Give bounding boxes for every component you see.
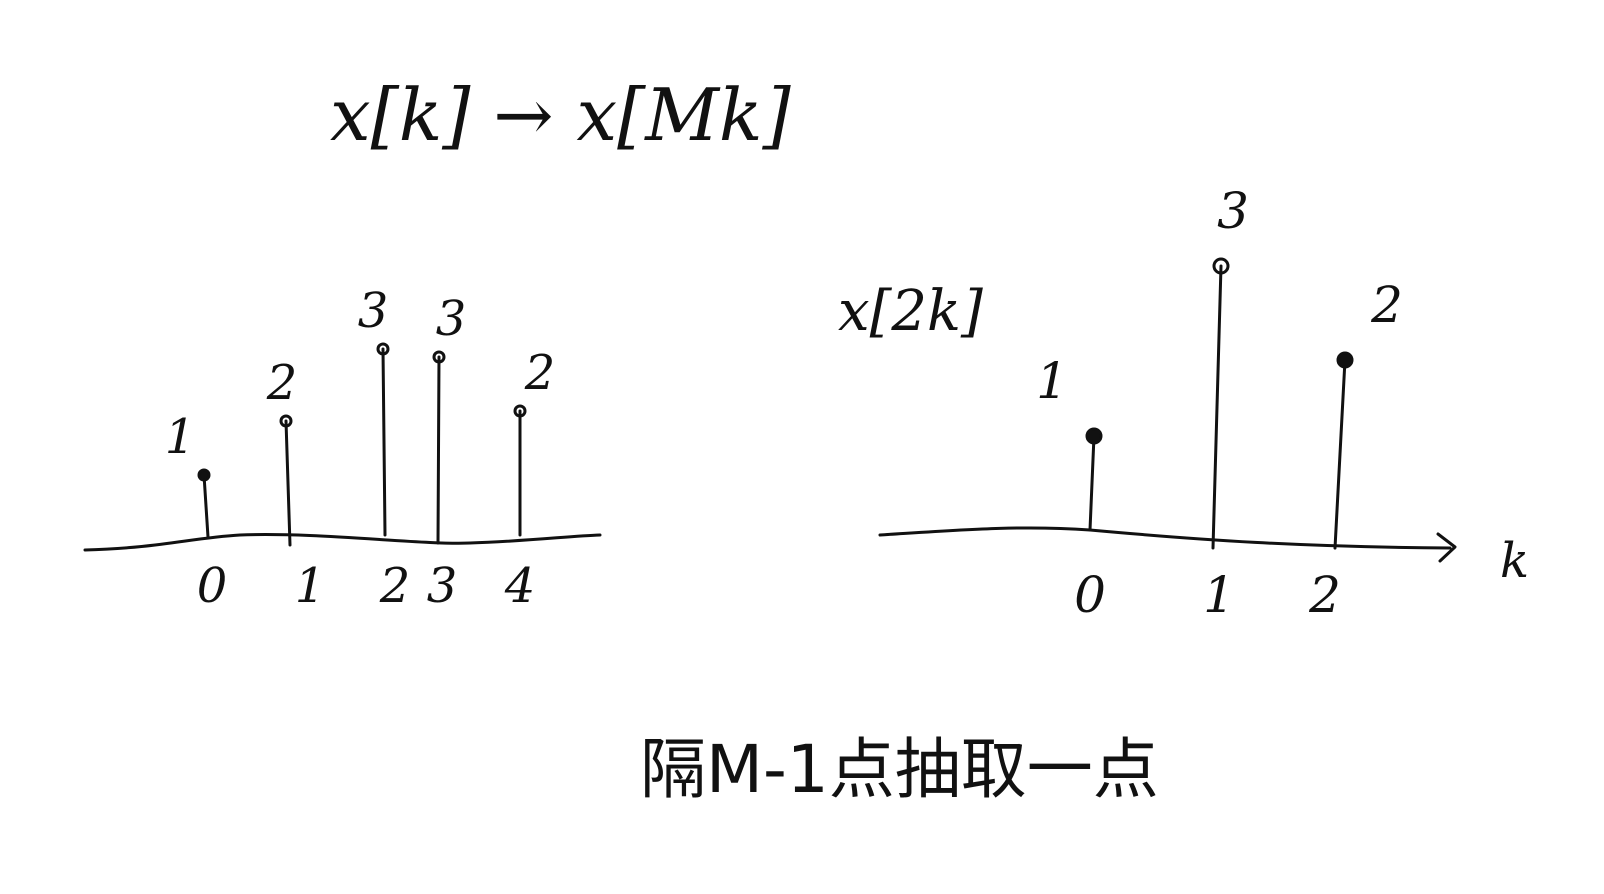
tick-label: 2 <box>379 558 411 614</box>
right-x-axis-label: k <box>1500 533 1529 589</box>
stem-line <box>284 419 292 547</box>
stem-marker <box>1085 427 1103 445</box>
stem-line <box>202 473 210 539</box>
value-label: 3 <box>358 283 389 339</box>
right-x-axis <box>878 526 1452 550</box>
value-label: 2 <box>266 355 298 411</box>
value-label: 1 <box>165 409 196 465</box>
stem-marker <box>376 342 390 356</box>
tick-label: 4 <box>504 558 536 614</box>
tick-label: 2 <box>1308 566 1341 624</box>
value-label: 3 <box>436 291 467 347</box>
tick-label: 1 <box>1203 566 1235 624</box>
stem-plot-downsampled: x[2k] k 1 0 3 1 2 2 <box>838 182 1529 624</box>
stem-marker <box>279 414 293 428</box>
stem-line <box>1088 434 1096 532</box>
caption: 隔M-1点抽取一点 <box>640 731 1159 808</box>
right-plot-title: x[2k] <box>838 279 983 344</box>
stem-marker <box>1336 351 1354 369</box>
tick-label: 0 <box>1074 566 1106 624</box>
stem-line <box>381 347 387 537</box>
stem-line <box>1211 264 1223 550</box>
stem-marker <box>432 350 446 364</box>
right-x-axis-arrowhead <box>1436 532 1457 563</box>
stem-marker <box>1212 257 1230 275</box>
header-expression: x[k] → x[Mk] <box>330 73 792 157</box>
stem-line <box>1333 358 1347 550</box>
stem-marker <box>513 404 527 418</box>
value-label: 1 <box>1036 352 1068 410</box>
stem-line <box>436 355 441 545</box>
left-x-axis <box>83 533 602 552</box>
tick-label: 1 <box>295 558 326 614</box>
stem-marker <box>197 468 211 482</box>
value-label: 2 <box>524 345 556 401</box>
tick-label: 3 <box>427 558 458 614</box>
value-label: 2 <box>1370 276 1403 334</box>
right-stems: 1 0 3 1 2 2 <box>1036 182 1403 624</box>
value-label: 3 <box>1217 182 1249 240</box>
tick-label: 0 <box>197 558 228 614</box>
